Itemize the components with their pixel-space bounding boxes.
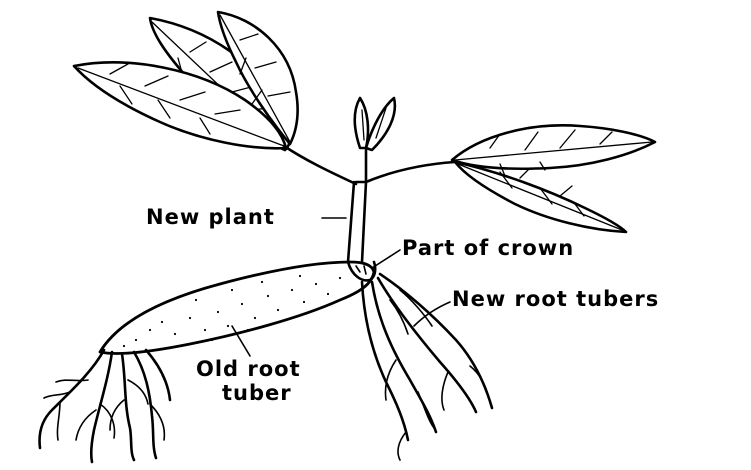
label-new-root-tubers-text: New root tubers	[452, 287, 659, 311]
right-leaf-cluster	[366, 125, 655, 232]
left-leaf-cluster	[74, 12, 356, 184]
leader-line-part-of-crown	[372, 250, 400, 268]
label-old-root-tuber-line1: Old root	[196, 357, 301, 381]
new-plant-stem	[348, 150, 366, 262]
label-new-plant: New plant	[146, 205, 346, 229]
old-fibrous-roots	[40, 350, 171, 462]
label-new-root-tubers: New root tubers	[414, 287, 659, 326]
label-old-root-tuber-line2: tuber	[222, 381, 292, 405]
label-part-of-crown: Part of crown	[372, 236, 574, 268]
terminal-bud	[355, 98, 395, 150]
label-new-plant-text: New plant	[146, 205, 275, 229]
old-root-tuber	[100, 262, 374, 354]
label-part-of-crown-text: Part of crown	[402, 236, 574, 260]
